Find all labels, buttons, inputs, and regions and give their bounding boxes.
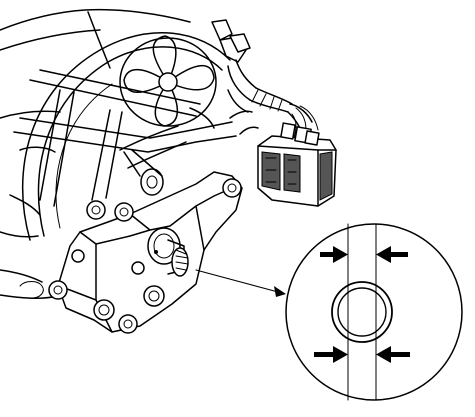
hose — [119, 125, 187, 196]
fan-shroud — [21, 32, 231, 241]
splined-shaft — [147, 227, 189, 277]
bottom-left-arrow-icon — [314, 346, 348, 363]
bottom-right-arrow-icon — [376, 346, 410, 363]
engine-housing-outline — [0, 8, 191, 299]
top-left-arrow-icon — [320, 246, 348, 263]
shaft-end-outer — [331, 281, 393, 343]
wire-harness — [211, 19, 319, 139]
shaft-end-inner — [337, 287, 387, 337]
crossing-pipes — [13, 69, 259, 207]
fan-assembly — [119, 35, 217, 127]
leader-line — [195, 269, 286, 297]
detail-view — [285, 223, 463, 401]
bracket-bolts — [48, 178, 242, 334]
electrical-connector — [257, 122, 337, 207]
detail-circle — [285, 223, 463, 401]
top-right-arrow-icon — [376, 246, 408, 263]
